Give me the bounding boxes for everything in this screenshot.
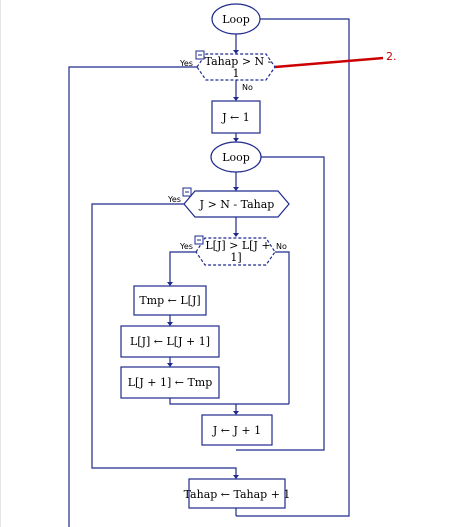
- label-no-outer: No: [242, 83, 253, 92]
- svg-text:1]: 1]: [230, 251, 241, 264]
- svg-text:L[J] > L[J +: L[J] > L[J +: [205, 239, 270, 252]
- label-yes-inner: Yes: [167, 195, 181, 204]
- svg-text:J ← 1: J ← 1: [221, 111, 250, 124]
- node-inc-tahap[interactable]: Tahap ← Tahap + 1: [184, 478, 291, 509]
- connectors: [68, 18, 350, 527]
- node-swap-assign[interactable]: L[J] ← L[J + 1]: [120, 325, 220, 358]
- arrowheads: [167, 50, 239, 479]
- node-cond-outer[interactable]: Tahap > N - 1: [196, 53, 276, 81]
- node-loop-outer[interactable]: Loop: [211, 3, 261, 35]
- node-cond-inner[interactable]: J > N - Tahap: [183, 190, 290, 218]
- node-tmp-assign[interactable]: Tmp ← L[J]: [133, 285, 207, 316]
- svg-text:Loop: Loop: [222, 151, 250, 164]
- svg-text:L[J + 1] ← Tmp: L[J + 1] ← Tmp: [128, 376, 213, 389]
- label-yes-swap: Yes: [179, 242, 193, 251]
- node-inc-j[interactable]: J ← J + 1: [201, 414, 273, 446]
- node-cond-swap[interactable]: L[J] > L[J + 1]: [195, 237, 276, 266]
- svg-text:1: 1: [233, 67, 240, 80]
- svg-text:Tahap ← Tahap + 1: Tahap ← Tahap + 1: [184, 488, 291, 501]
- label-yes-outer: Yes: [179, 59, 193, 68]
- svg-text:Tmp ← L[J]: Tmp ← L[J]: [139, 294, 200, 307]
- annotation-pointer: [274, 56, 384, 69]
- node-restore-assign[interactable]: L[J + 1] ← Tmp: [120, 366, 220, 399]
- node-loop-inner[interactable]: Loop: [210, 141, 262, 173]
- svg-text:Loop: Loop: [222, 13, 250, 26]
- label-no-swap: No: [276, 242, 287, 251]
- svg-text:J > N - Tahap: J > N - Tahap: [199, 198, 275, 211]
- annotation-label: 2.: [386, 50, 397, 63]
- node-init-j[interactable]: J ← 1: [211, 100, 261, 134]
- svg-text:J ← J + 1: J ← J + 1: [212, 424, 261, 437]
- svg-text:Tahap > N -: Tahap > N -: [205, 55, 272, 68]
- svg-text:L[J] ← L[J + 1]: L[J] ← L[J + 1]: [130, 335, 210, 348]
